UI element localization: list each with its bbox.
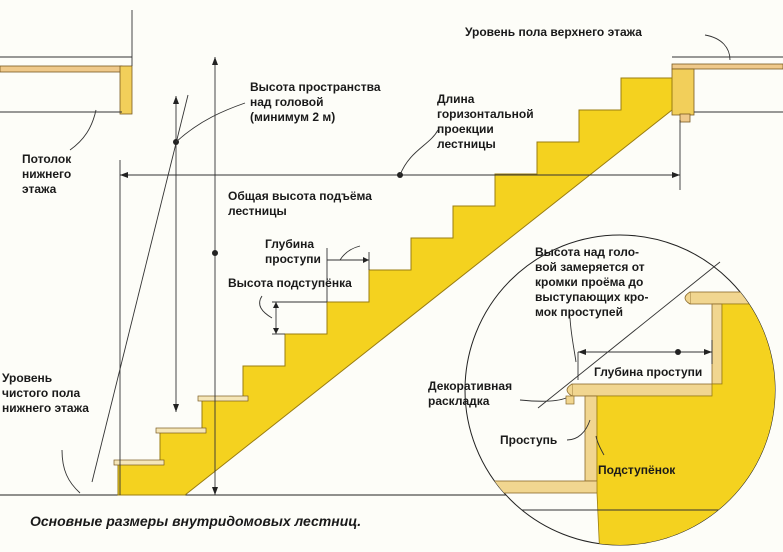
label-headroom-line2: над головой [250,95,323,109]
label-tread: Проступь [500,433,557,447]
label-total-rise-line1: Общая высота подъёма [228,189,372,203]
label-length-line4: лестницы [437,137,496,151]
label-lower-floor-line3: нижнего этажа [2,401,89,415]
upper-floor-right [671,56,783,123]
total-rise-dimension [212,57,218,495]
headroom-slope-line [91,94,189,483]
label-detail-note-line1: Высота над голо- [535,245,639,259]
label-length-line2: горизонтальной [437,107,534,121]
label-ceiling-line3: этажа [22,182,57,196]
upper-floor-leader [704,34,731,61]
figure-caption: Основные размеры внутридомовых лестниц. [30,513,361,529]
label-lower-floor-line1: Уровень [2,371,52,385]
horizontal-length-dimension [119,120,681,495]
ceiling-leader [69,109,97,151]
lower-floor-leader [61,449,81,494]
label-detail-note-line5: мок проступей [535,305,623,319]
label-ceiling-line2: нижнего [22,167,71,181]
label-length-line3: проекции [437,122,494,136]
tread-depth-dimension [326,245,370,302]
label-headroom-line1: Высота пространства [250,80,381,94]
riser-height-dimension [259,295,327,335]
label-headroom-line3: (минимум 2 м) [250,110,335,124]
label-riser: Подступёнок [598,463,676,477]
label-riser-height: Высота подступёнка [228,276,352,290]
label-total-rise-line2: лестницы [228,204,287,218]
upper-floor-left [0,10,133,115]
label-tread-depth-line1: Глубина [265,237,314,251]
label-detail-note-line3: кромки проёма до [535,275,643,289]
label-detail-note-line2: вой замеряется от [535,260,645,274]
tread-nosings [113,395,249,466]
label-upper-floor: Уровень пола верхнего этажа [465,25,642,39]
label-length-line1: Длина [437,92,475,106]
label-detail-tread-depth: Глубина проступи [594,365,702,379]
label-tread-depth-line2: проступи [265,252,321,266]
stair-stringer [117,77,673,496]
label-decorative-line1: Декоративная [428,379,512,393]
headroom-dimension [173,96,246,412]
label-lower-floor-line2: чистого пола [2,386,80,400]
label-ceiling-line1: Потолок [22,152,72,166]
label-decorative-line2: раскладка [428,394,490,408]
label-detail-note-line4: выступающих кро- [535,290,649,304]
